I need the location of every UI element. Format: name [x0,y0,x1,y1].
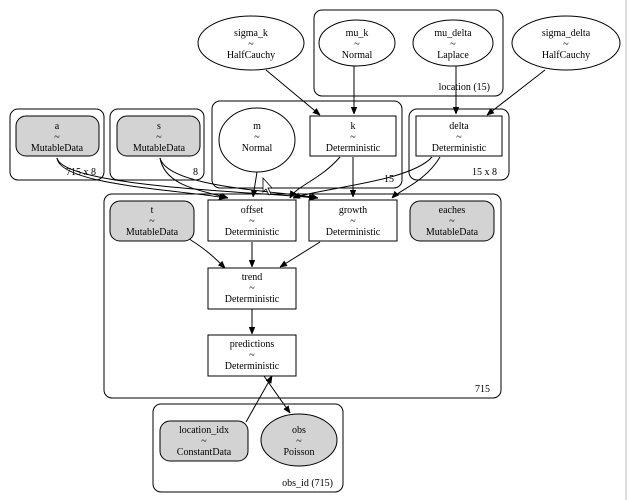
svg-text:Deterministic: Deterministic [225,294,280,305]
edge-sigma-k-to-k [265,69,320,115]
edge-growth-to-trend [280,241,321,267]
svg-text:Deterministic: Deterministic [326,227,381,238]
svg-text:~: ~ [449,216,455,227]
node-k[interactable]: k ~ Deterministic [309,115,397,157]
plate-label-delta: 15 x 8 [472,167,497,178]
svg-text:trend: trend [242,272,263,283]
svg-text:ConstantData: ConstantData [177,447,232,458]
svg-text:eaches: eaches [439,205,466,216]
svg-text:~: ~ [149,216,155,227]
node-sigma-delta[interactable]: sigma_delta ~ HalfCauchy [511,15,621,71]
node-s[interactable]: s ~ MutableData [116,115,201,157]
node-mu-k[interactable]: mu_k ~ Normal [318,19,396,67]
svg-text:~: ~ [248,39,254,50]
svg-text:~: ~ [350,216,356,227]
edge-m-to-offset [253,171,258,197]
svg-text:s: s [157,121,161,132]
svg-text:sigma_k: sigma_k [234,28,268,39]
svg-text:mu_delta: mu_delta [434,28,472,39]
svg-text:m: m [253,121,261,132]
node-location-idx[interactable]: location_idx ~ ConstantData [159,420,249,462]
edge-a-to-growth [56,157,316,198]
svg-text:obs: obs [292,425,306,436]
svg-text:Deterministic: Deterministic [225,361,280,372]
svg-text:Poisson: Poisson [283,447,314,458]
edge-location-idx-to-predictions [245,376,272,423]
svg-text:HalfCauchy: HalfCauchy [542,50,590,61]
svg-text:offset: offset [241,205,264,216]
edge-delta-to-offset [293,156,433,198]
svg-text:~: ~ [54,132,60,143]
svg-text:~: ~ [296,436,302,447]
svg-text:a: a [55,121,60,132]
svg-text:Normal: Normal [242,143,273,154]
plate-obs: obs_id (715) [152,403,344,493]
svg-text:~: ~ [350,132,356,143]
svg-text:~: ~ [201,436,207,447]
node-offset[interactable]: offset ~ Deterministic [207,199,297,242]
svg-text:~: ~ [249,350,255,361]
node-eaches[interactable]: eaches ~ MutableData [409,200,495,242]
svg-text:Deterministic: Deterministic [326,143,381,154]
plate-label-m: 15 [384,174,394,185]
edge-k-to-offset [289,156,341,198]
svg-text:MutableData: MutableData [426,227,479,238]
svg-text:~: ~ [249,283,255,294]
edge-predictions-to-obs [263,375,290,413]
plate-label-location: location (15) [439,82,490,93]
plate-main: 715 [103,193,502,399]
svg-text:~: ~ [563,39,569,50]
svg-text:Deterministic: Deterministic [225,227,280,238]
svg-text:Normal: Normal [342,50,373,61]
svg-text:HalfCauchy: HalfCauchy [227,50,275,61]
svg-text:~: ~ [450,39,456,50]
plate-m: 15 [211,100,403,189]
edge-sigma-delta-to-delta [487,69,546,115]
svg-text:Deterministic: Deterministic [432,143,487,154]
node-sigma-k[interactable]: sigma_k ~ HalfCauchy [197,15,305,71]
edge-delta-to-growth [392,156,441,198]
svg-text:Laplace: Laplace [437,50,469,61]
svg-text:~: ~ [156,132,162,143]
svg-text:~: ~ [354,39,360,50]
plate-s: 8 [109,108,205,181]
node-a[interactable]: a ~ MutableData [15,115,100,157]
node-mu-delta[interactable]: mu_delta ~ Laplace [412,19,494,67]
svg-text:predictions: predictions [230,339,275,350]
node-delta[interactable]: delta ~ Deterministic [415,115,503,157]
plate-label-obs: obs_id (715) [282,478,333,489]
svg-text:location_idx: location_idx [179,425,229,436]
node-trend[interactable]: trend ~ Deterministic [207,267,297,310]
svg-text:MutableData: MutableData [133,143,186,154]
mouse-cursor-icon [262,176,273,196]
svg-text:growth: growth [339,205,367,216]
node-growth[interactable]: growth ~ Deterministic [308,199,398,242]
svg-text:delta: delta [449,121,469,132]
node-predictions[interactable]: predictions ~ Deterministic [207,334,297,377]
node-t[interactable]: t ~ MutableData [109,200,195,242]
svg-text:~: ~ [249,216,255,227]
svg-text:~: ~ [456,132,462,143]
svg-text:MutableData: MutableData [31,143,84,154]
svg-text:~: ~ [254,132,260,143]
svg-text:sigma_delta: sigma_delta [542,28,591,39]
svg-text:mu_k: mu_k [346,28,369,39]
svg-text:t: t [151,205,154,216]
edge-a-to-offset [56,157,226,198]
svg-text:k: k [351,121,356,132]
node-m[interactable]: m ~ Normal [218,107,296,173]
plate-location: location (15) [313,9,504,97]
plate-label-main: 715 [475,384,490,395]
node-obs[interactable]: obs ~ Poisson [260,413,338,467]
svg-text:MutableData: MutableData [126,227,179,238]
edge-s-to-offset [159,157,228,198]
plate-label-s: 8 [193,167,198,178]
